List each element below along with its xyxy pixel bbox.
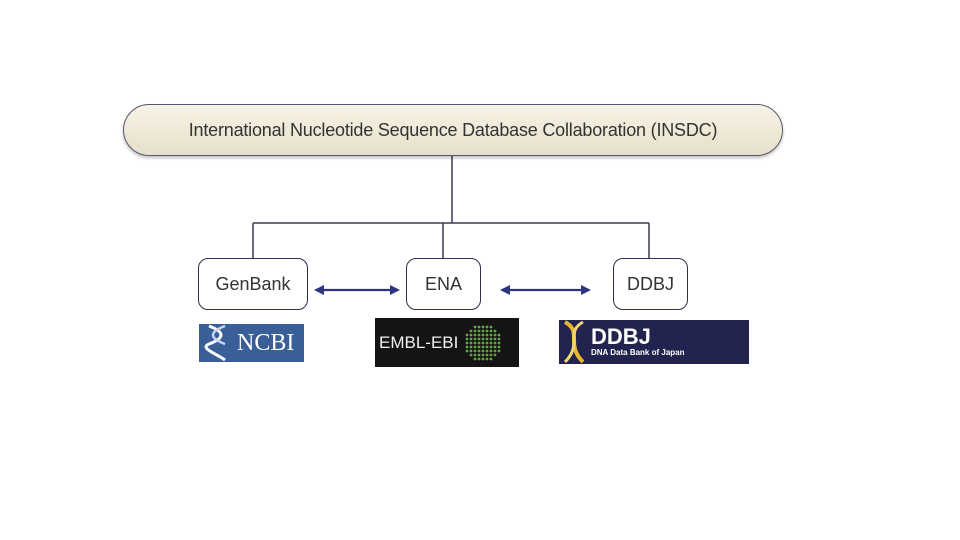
ena-node: ENA [406,258,481,310]
ena-label: ENA [424,273,462,294]
ddbj-logo: DDBJ DNA Data Bank of Japan [559,320,749,364]
ddbj-node: DDBJ [613,258,688,310]
dot-grid-icon [465,325,501,360]
insdc-label: International Nucleotide Sequence Databa… [188,119,718,140]
ncbi-logo-text: NCBI [237,329,295,356]
dna-helix-icon [563,320,585,364]
tree-connectors [252,155,650,258]
embl-ebi-logo: EMBL-EBI [375,318,519,367]
ddbj-logo-subtext: DNA Data Bank of Japan [591,348,685,357]
genbank-label: GenBank [215,273,291,294]
ncbi-logo: NCBI [199,324,304,362]
embl-ebi-logo-text: EMBL-EBI [379,332,459,352]
helix-icon [204,324,226,362]
genbank-node: GenBank [198,258,308,310]
ddbj-label: DDBJ [626,273,674,294]
insdc-node: International Nucleotide Sequence Databa… [123,104,783,156]
ddbj-logo-text: DDBJ [591,324,651,349]
